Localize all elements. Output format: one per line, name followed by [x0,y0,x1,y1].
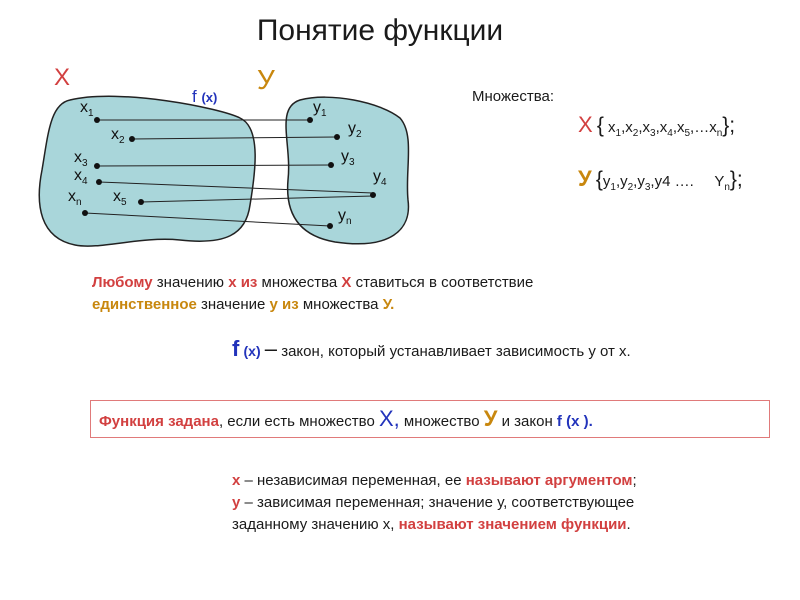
dot-y4 [370,192,376,198]
args-line-1: x – независимая переменная, ее называют … [232,472,637,489]
function-label: f (x) [192,87,217,107]
definition-line-1: Любому значению x из множества X ставить… [92,274,534,291]
map-line-x4 [98,181,374,194]
set-x-definition: X { x1,x2,x3,x4,x5,…xn}; [578,112,736,139]
dot-xn [82,210,88,216]
dot-yn [327,223,333,229]
map-line-xn [84,212,331,227]
mapping-lines [84,119,374,227]
set-y-label: У [257,64,275,95]
dot-x1 [94,117,100,123]
point-yn-label: yn [338,207,352,228]
args-line-2: y – зависимая переменная; значение у, со… [232,494,635,511]
dot-x4 [96,179,102,185]
set-x-blob [38,95,256,247]
point-x2-label: x2 [111,126,125,147]
dot-x2 [129,136,135,142]
point-x1-label: x1 [80,99,94,120]
point-y2-label: y2 [348,120,362,141]
map-line-x3 [96,164,332,167]
point-dots [82,117,376,229]
sets-heading: Множества: [472,88,555,105]
dot-y3 [328,162,334,168]
point-y4-label: y4 [373,168,387,189]
law-statement: f (x) – закон, который устанавливает зав… [232,336,631,361]
definition-line-2: единственное значение у из множества У. [92,296,395,313]
point-x5-label: x5 [113,188,127,209]
dot-x3 [94,163,100,169]
point-x4-label: x4 [74,167,88,188]
point-y3-label: y3 [341,148,355,169]
dot-y1 [307,117,313,123]
page-title: Понятие функции [256,14,504,47]
set-x-label: X [54,64,71,91]
function-given-box: Функция задана, если есть множество X, м… [90,400,770,438]
f-letter: f [192,87,197,106]
map-line-x5 [140,195,374,203]
argument-paragraph: x – независимая переменная, ее называют … [232,470,637,536]
args-line-3: заданному значению х, называют значением… [232,516,631,533]
dot-x5 [138,199,144,205]
point-y1-label: y1 [313,99,327,120]
f-arg: (x) [201,90,218,105]
dot-y2 [334,134,340,140]
map-line-x2 [131,136,338,140]
point-xn-label: xn [68,188,82,209]
set-y-definition: У {y1,y2,y3,y4 …. Yn}; [578,166,743,193]
point-x3-label: x3 [74,149,88,170]
definition-paragraph: Любому значению x из множества X ставить… [92,272,533,316]
